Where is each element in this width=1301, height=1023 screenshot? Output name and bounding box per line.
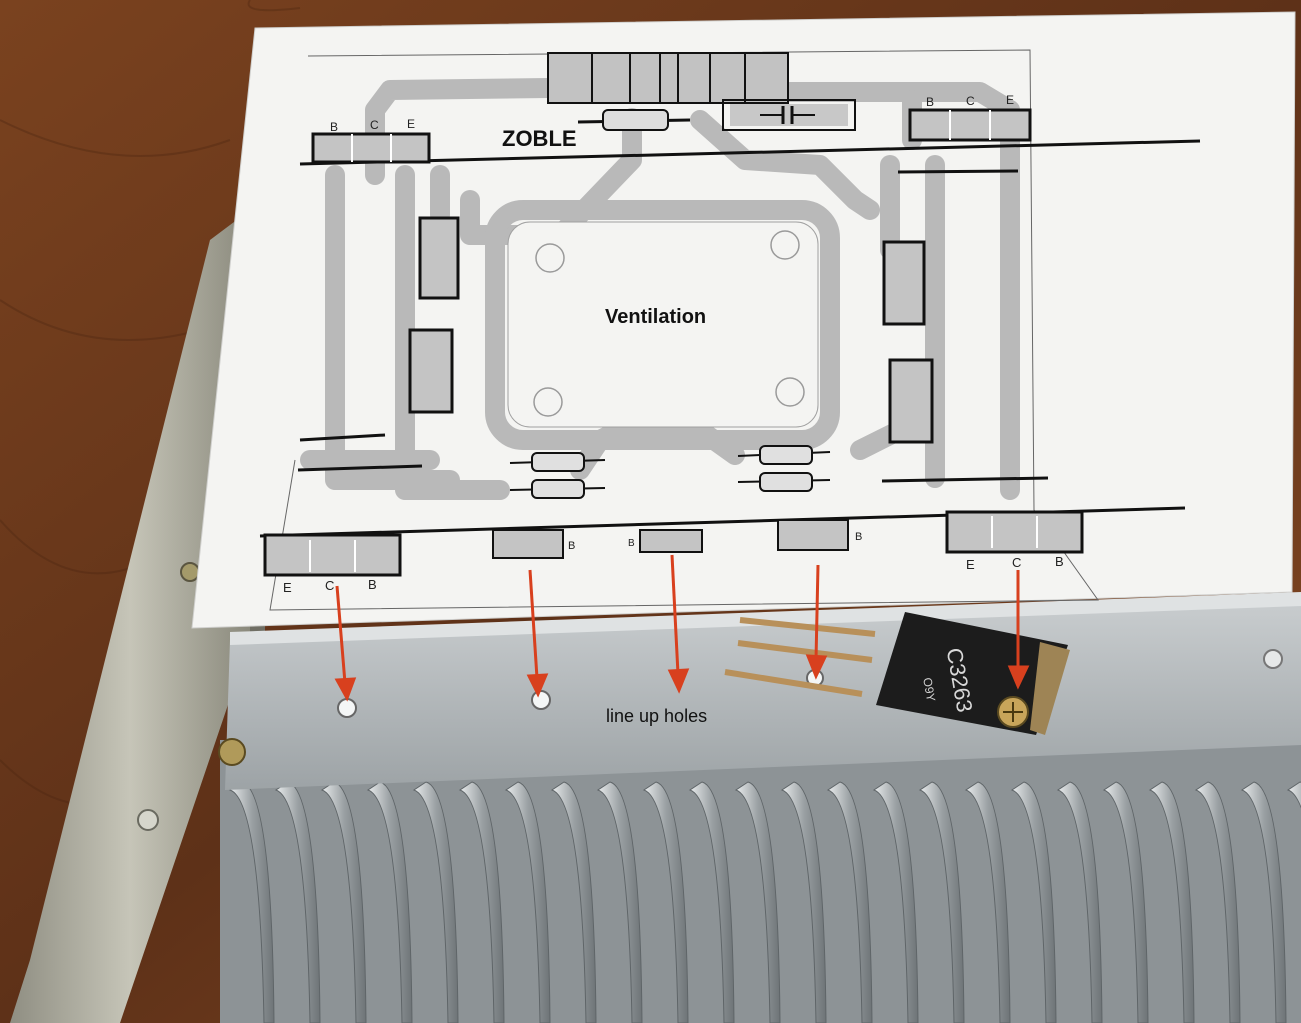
pin-label-tr-c: C bbox=[966, 94, 975, 108]
transistor-marking-2: O9Y bbox=[920, 677, 938, 703]
arrow-4-head bbox=[805, 654, 828, 680]
transistor-pad-bottom-mid-right bbox=[777, 519, 849, 551]
bottom-resistors bbox=[509, 445, 831, 499]
transistor-pad-bottom-right bbox=[945, 510, 1084, 554]
ventilation-window bbox=[485, 200, 840, 450]
pin-label-tr-b: B bbox=[926, 95, 934, 109]
pin-label-tl-b: B bbox=[330, 120, 338, 134]
transistor-pad-bottom-mid-left bbox=[492, 529, 564, 559]
pin-label-br-b: B bbox=[1055, 554, 1064, 569]
frame-screw-2 bbox=[137, 809, 159, 831]
heatsink-fin bbox=[1286, 781, 1301, 809]
power-transistor: C3263 O9Y bbox=[724, 612, 1070, 735]
transistor-pad-bottom-left bbox=[263, 533, 402, 577]
arrow-4 bbox=[814, 564, 820, 661]
pin-label-tl-c: C bbox=[370, 118, 379, 132]
line-up-holes-label: line up holes bbox=[606, 706, 707, 726]
transistor-pad-top-right bbox=[908, 108, 1032, 142]
transistor-pad-top-left bbox=[311, 132, 431, 164]
transistor-pad-bottom-center bbox=[639, 529, 703, 553]
pin-label-br-e: E bbox=[966, 557, 975, 572]
heatsink-fins bbox=[228, 781, 1301, 1023]
pin-label-tr-e: E bbox=[1006, 93, 1014, 107]
arrow-3 bbox=[670, 554, 680, 675]
short-bar-right bbox=[897, 169, 1019, 174]
wire-link-left-1 bbox=[299, 433, 386, 442]
pin-label-bl-e: E bbox=[283, 580, 292, 595]
paper-border-line bbox=[269, 49, 1099, 611]
zoble-label: ZOBLE bbox=[502, 126, 577, 151]
mount-hole-br bbox=[775, 377, 805, 407]
heatsink-hole-2 bbox=[531, 690, 551, 710]
mount-hole-bl bbox=[533, 387, 563, 417]
pin-label-bl-b: B bbox=[368, 577, 377, 592]
pin-label-bml-b: B bbox=[568, 540, 575, 552]
wood-grain bbox=[0, 0, 301, 806]
pin-label-br-c: C bbox=[1012, 555, 1021, 570]
arrow-1-head bbox=[334, 677, 357, 702]
heatsink-plate-top-edge bbox=[230, 592, 1301, 645]
arrow-3-head bbox=[667, 668, 690, 694]
pin-label-bl-c: C bbox=[325, 578, 334, 593]
ventilation-inner bbox=[507, 221, 819, 428]
zoble-line bbox=[299, 139, 1201, 166]
heatsink-hole-right bbox=[1263, 649, 1283, 669]
arrow-2 bbox=[528, 569, 539, 679]
mount-hole-tr bbox=[770, 230, 800, 260]
capacitor-top bbox=[722, 99, 856, 131]
pin-label-bc-b: B bbox=[628, 538, 635, 549]
resistor-top bbox=[577, 109, 691, 131]
pin-label-tl-e: E bbox=[407, 117, 415, 131]
frame-screw-1 bbox=[180, 562, 200, 582]
pin-label-bmr-b: B bbox=[855, 531, 862, 543]
arrow-1 bbox=[335, 585, 347, 684]
alignment-arrows bbox=[334, 554, 1030, 702]
heatsink-hole-1 bbox=[337, 698, 357, 718]
arrow-5-head bbox=[1007, 665, 1030, 690]
heatsink-screw-left bbox=[218, 738, 246, 766]
ventilation-label: Ventilation bbox=[605, 306, 706, 328]
terminal-block-top bbox=[547, 52, 789, 104]
arrow-2-head bbox=[526, 673, 549, 698]
wire-link-right bbox=[881, 476, 1049, 483]
chassis-frame bbox=[10, 210, 250, 1023]
side-resistors bbox=[408, 216, 934, 444]
wire-link-left-2 bbox=[297, 464, 423, 472]
mount-hole-tl bbox=[535, 243, 565, 273]
